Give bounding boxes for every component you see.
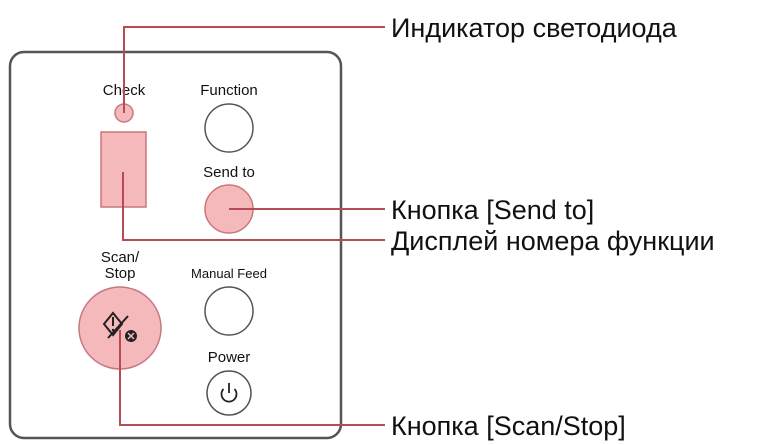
scan-stop-label-line1: Scan/: [101, 249, 140, 266]
operator-panel: [8, 50, 343, 440]
send-to-label: Send to: [203, 164, 255, 181]
callout-led-indicator: Индикатор светодиода: [391, 13, 678, 43]
function-button[interactable]: [204, 103, 254, 153]
scan-stop-label-line2: Stop: [105, 265, 136, 282]
manual-feed-label: Manual Feed: [191, 266, 267, 281]
power-icon: [220, 383, 238, 403]
function-label: Function: [200, 82, 258, 99]
leader-function-number-display: [122, 172, 385, 241]
power-label: Power: [208, 349, 251, 366]
scan-stop-icon: [102, 311, 137, 342]
callout-scan-stop-button: Кнопка [Scan/Stop]: [391, 411, 626, 441]
leader-led-indicator: [123, 26, 385, 113]
callout-send-to-button: Кнопка [Send to]: [391, 195, 594, 225]
manual-feed-button[interactable]: [204, 286, 254, 336]
leader-scan-stop-button: [119, 330, 385, 426]
callout-function-number-display: Дисплей номера функции: [391, 226, 715, 256]
